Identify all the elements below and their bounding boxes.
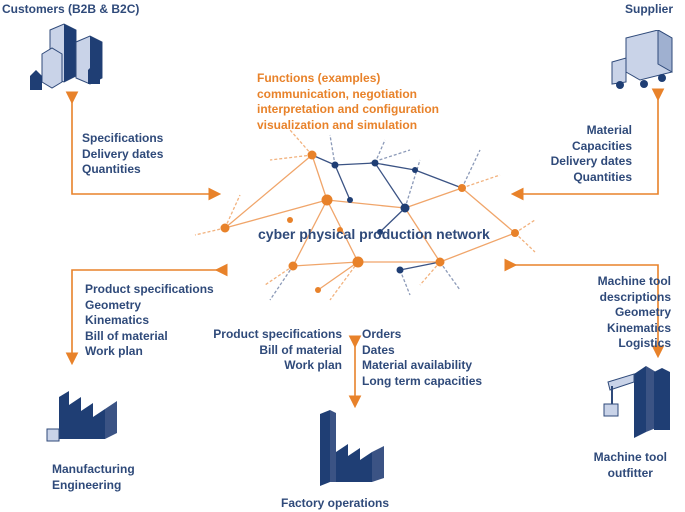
- supplier-truck-icon: [611, 30, 673, 89]
- machine-tool-icon: [603, 366, 670, 438]
- machine-tool-flows: Machine tool descriptions Geometry Kinem…: [598, 274, 671, 352]
- flow-item: Orders: [362, 327, 402, 341]
- supplier-title: Supplier: [624, 2, 673, 16]
- manufacturing-title: Manufacturing Engineering: [52, 462, 135, 492]
- flow-item: Long term capacities: [362, 373, 483, 388]
- customers-title: Customers (B2B & B2C): [2, 2, 140, 16]
- factory-title: Factory operations: [281, 496, 390, 510]
- manufacturing-factory-icon: [46, 391, 117, 442]
- machine-tool-title: Machine tool outfitter: [593, 450, 667, 480]
- flow-item: Delivery dates: [82, 146, 164, 161]
- flow-item: Logistics: [618, 336, 671, 350]
- flow-item: Capacities: [571, 138, 632, 153]
- flow-item: Specifications: [82, 131, 164, 145]
- flow-item: Bill of material: [259, 342, 342, 357]
- arrow-supplier: [510, 88, 665, 201]
- customers-buildings-icon: [30, 23, 103, 90]
- factory-flows-left: Product specifications Bill of material …: [213, 327, 342, 374]
- manufacturing-flows: Product specifications Geometry Kinemati…: [85, 282, 214, 360]
- network-functions: Functions (examples) communication, nego…: [257, 71, 439, 133]
- flow-item: descriptions: [599, 289, 671, 304]
- network-label: cyber physical production network: [258, 226, 490, 242]
- flow-item: Machine tool: [597, 274, 671, 288]
- customers-flows: Specifications Delivery dates Quantities: [82, 131, 163, 178]
- arrow-manufacturing: [65, 263, 228, 366]
- supplier-flows: Material Capacities Delivery dates Quant…: [551, 123, 632, 185]
- function-item: interpretation and configuration: [257, 102, 439, 116]
- flow-item: Quantities: [82, 162, 141, 176]
- flow-item: Material: [586, 123, 632, 137]
- flow-item: Kinematics: [85, 313, 150, 327]
- flow-item: Delivery dates: [550, 154, 632, 168]
- flow-item: Geometry: [614, 305, 671, 319]
- arrow-machine-tool: [504, 258, 665, 359]
- flow-item: Material availability: [362, 358, 473, 372]
- factory-operations-icon: [320, 410, 384, 486]
- flow-item: Product specifications: [85, 282, 214, 296]
- factory-flows-right: Orders Dates Material availability Long …: [362, 327, 482, 389]
- flow-item: Kinematics: [606, 320, 671, 335]
- flow-item: Dates: [362, 342, 395, 357]
- flow-item: Product specifications: [213, 327, 342, 341]
- flow-item: Work plan: [85, 344, 143, 358]
- arrow-customers: [65, 91, 222, 201]
- flow-item: Work plan: [284, 358, 342, 372]
- flow-item: Geometry: [85, 297, 142, 312]
- function-item: communication, negotiation: [257, 86, 418, 101]
- function-item: visualization and simulation: [257, 117, 418, 132]
- flow-item: Bill of material: [85, 328, 168, 343]
- flow-item: Quantities: [573, 169, 632, 184]
- functions-title: Functions (examples): [257, 71, 381, 85]
